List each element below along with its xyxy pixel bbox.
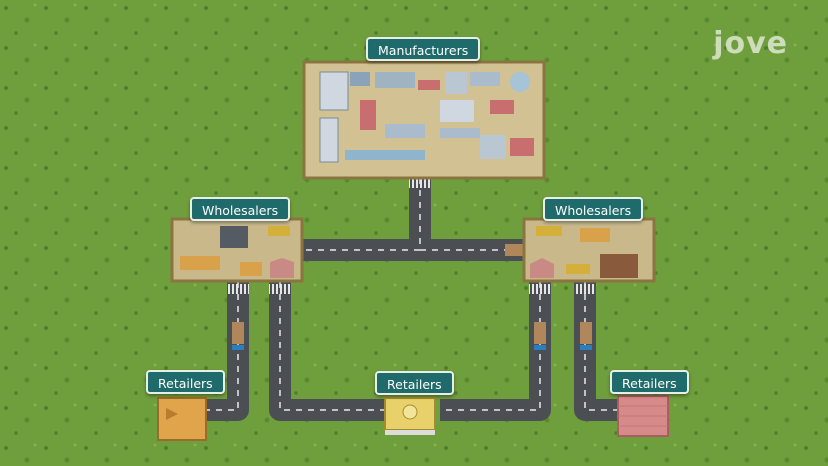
wholesaler-left-warehouse xyxy=(170,217,304,283)
jove-logo: jove xyxy=(713,26,788,61)
wholesalers-right-label: Wholesalers xyxy=(543,197,644,221)
truck-icon xyxy=(505,244,527,256)
trucks xyxy=(232,244,592,350)
retailer-left-store xyxy=(157,397,207,441)
truck-icon xyxy=(534,322,546,344)
truck-icon xyxy=(232,322,244,344)
retailers-center-label: Retailers xyxy=(375,371,454,395)
truck-icon xyxy=(580,322,592,344)
retailer-right-store xyxy=(617,395,669,437)
retailers-right-label: Retailers xyxy=(610,370,689,394)
wholesalers-left-label: Wholesalers xyxy=(190,197,291,221)
retailer-center-store xyxy=(384,397,436,435)
retailers-left-label: Retailers xyxy=(146,370,225,394)
manufacturers-label: Manufacturers xyxy=(366,37,481,61)
wholesaler-right-warehouse xyxy=(522,217,656,283)
manufacturer-factory xyxy=(302,60,546,180)
crosswalks xyxy=(227,178,596,294)
road-left-wholesaler-to-center-retailer xyxy=(269,282,390,421)
